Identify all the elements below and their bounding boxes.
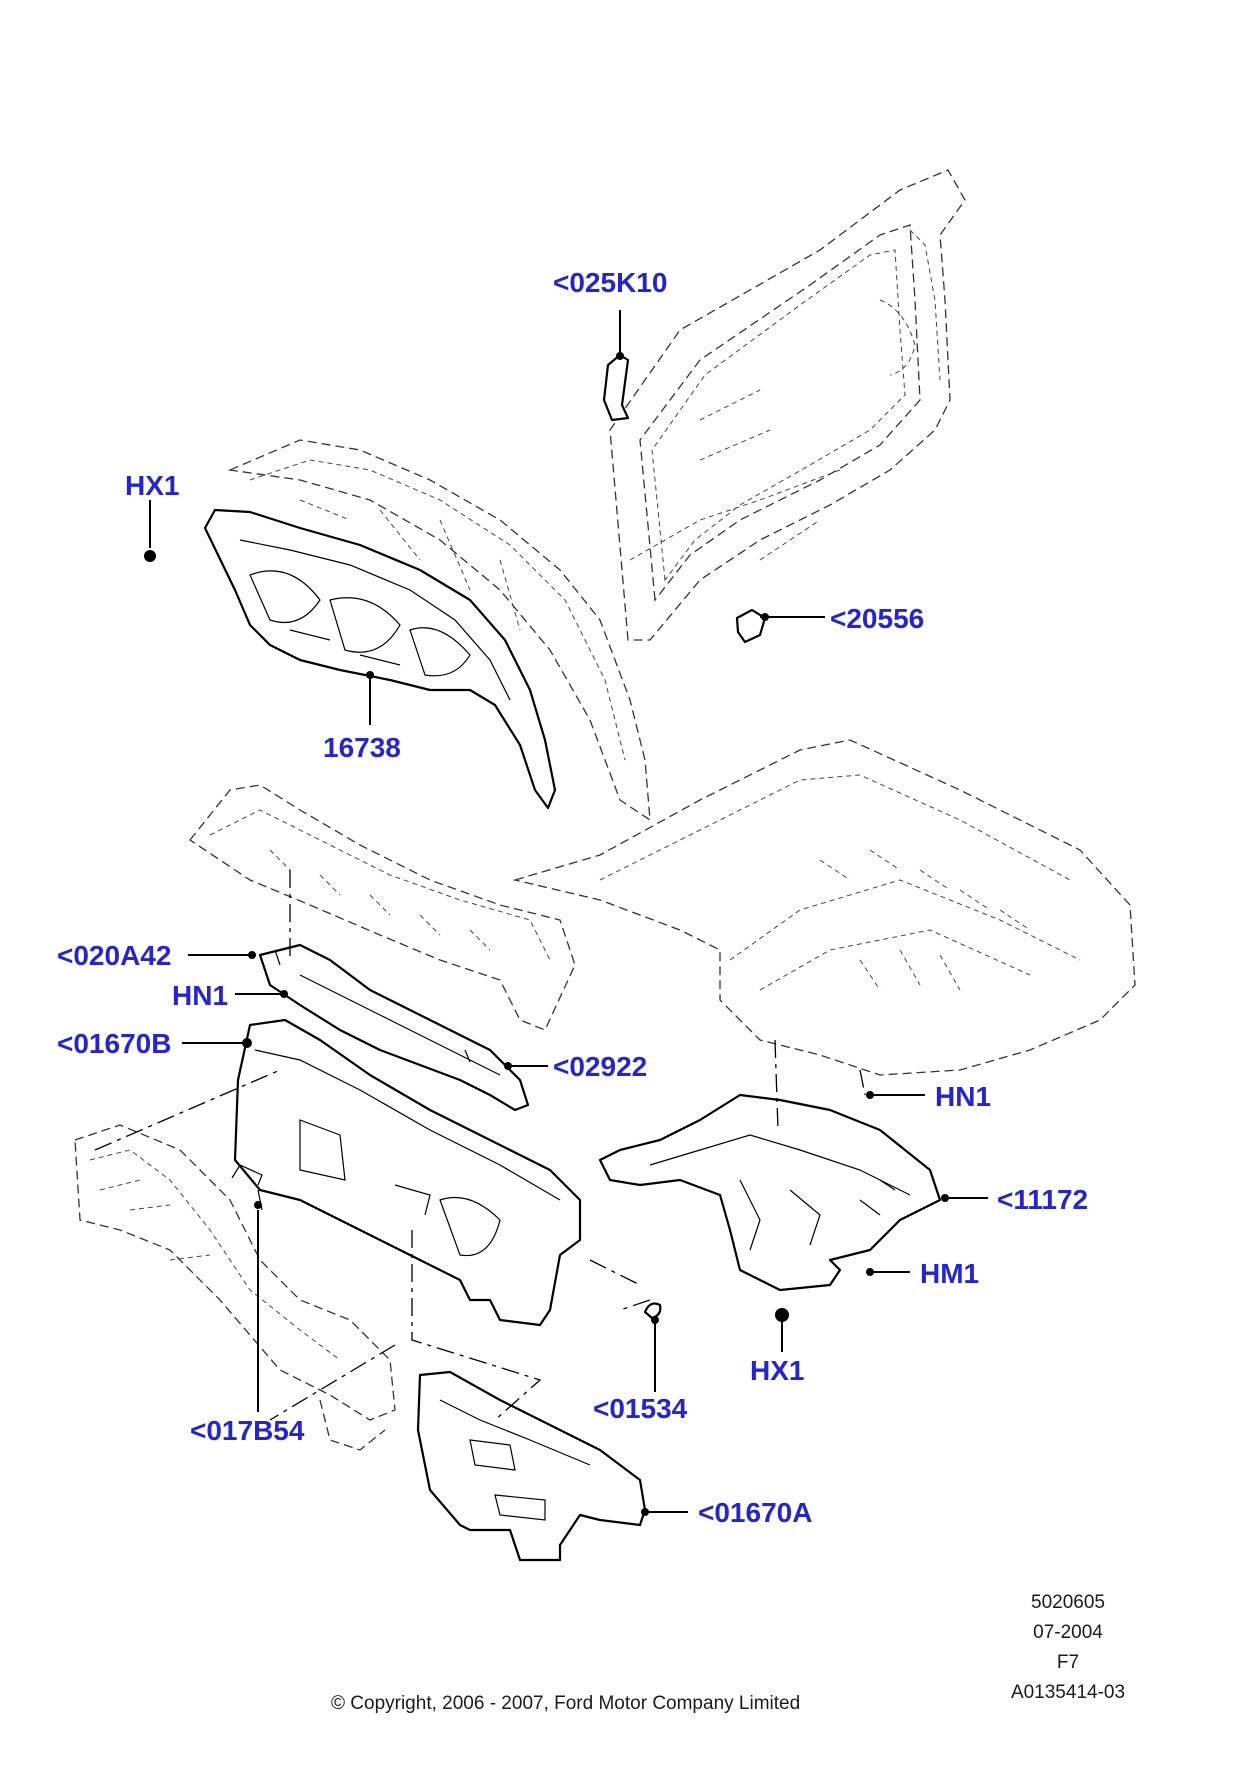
callout-017b54[interactable]: <017B54 [190,1415,305,1446]
callout-hx1-top[interactable]: HX1 [125,470,179,501]
callout-020a42[interactable]: <020A42 [57,940,171,971]
dash-panel-structure [74,1124,396,1451]
callout-01670a[interactable]: <01670A [698,1497,812,1528]
clip-01534 [643,1302,662,1320]
info-line-4: A0135414-03 [1011,1682,1125,1703]
dash-silencer-01670a [416,1370,647,1562]
cowl-seal-02922 [258,943,530,1112]
info-line-1: 5020605 [1031,1592,1105,1613]
leader-lines [144,310,988,1516]
callout-hm1[interactable]: HM1 [920,1258,979,1289]
copyright-notice: © Copyright, 2006 - 2007, Ford Motor Com… [331,1693,800,1714]
dash-panel-insulator-01670b [233,1018,582,1327]
callout-hn1-left[interactable]: HN1 [172,980,228,1011]
callout-labels: <025K10 HX1 <20556 16738 <020A42 HN1 <01… [57,267,1088,1528]
trim-clip-025k10 [602,353,630,422]
callout-11172[interactable]: <11172 [997,1184,1088,1215]
assembly-center-lines [94,870,866,1421]
drawing-info-block: 5020605 07-2004 F7 A0135414-03 [1011,1592,1125,1703]
callout-025k10[interactable]: <025K10 [553,267,667,298]
callout-02922[interactable]: <02922 [553,1051,647,1082]
callout-16738[interactable]: 16738 [323,732,401,763]
hood-insulator-16738 [203,508,557,810]
callout-hn1-right[interactable]: HN1 [935,1081,991,1112]
callout-hx1-bottom[interactable]: HX1 [750,1355,804,1386]
callout-01534[interactable]: <01534 [593,1393,688,1424]
hood-outline [227,439,651,822]
info-line-3: F7 [1057,1652,1079,1673]
a-pillar-body-structure [609,169,966,641]
callout-20556[interactable]: <20556 [830,603,924,634]
cowl-top-panel [189,784,576,1031]
floor-pan [512,739,1136,1076]
floor-insulator-11172 [598,1093,942,1292]
info-line-2: 07-2004 [1033,1622,1103,1643]
callout-01670b[interactable]: <01670B [57,1028,171,1059]
bracket-20556 [735,608,767,644]
